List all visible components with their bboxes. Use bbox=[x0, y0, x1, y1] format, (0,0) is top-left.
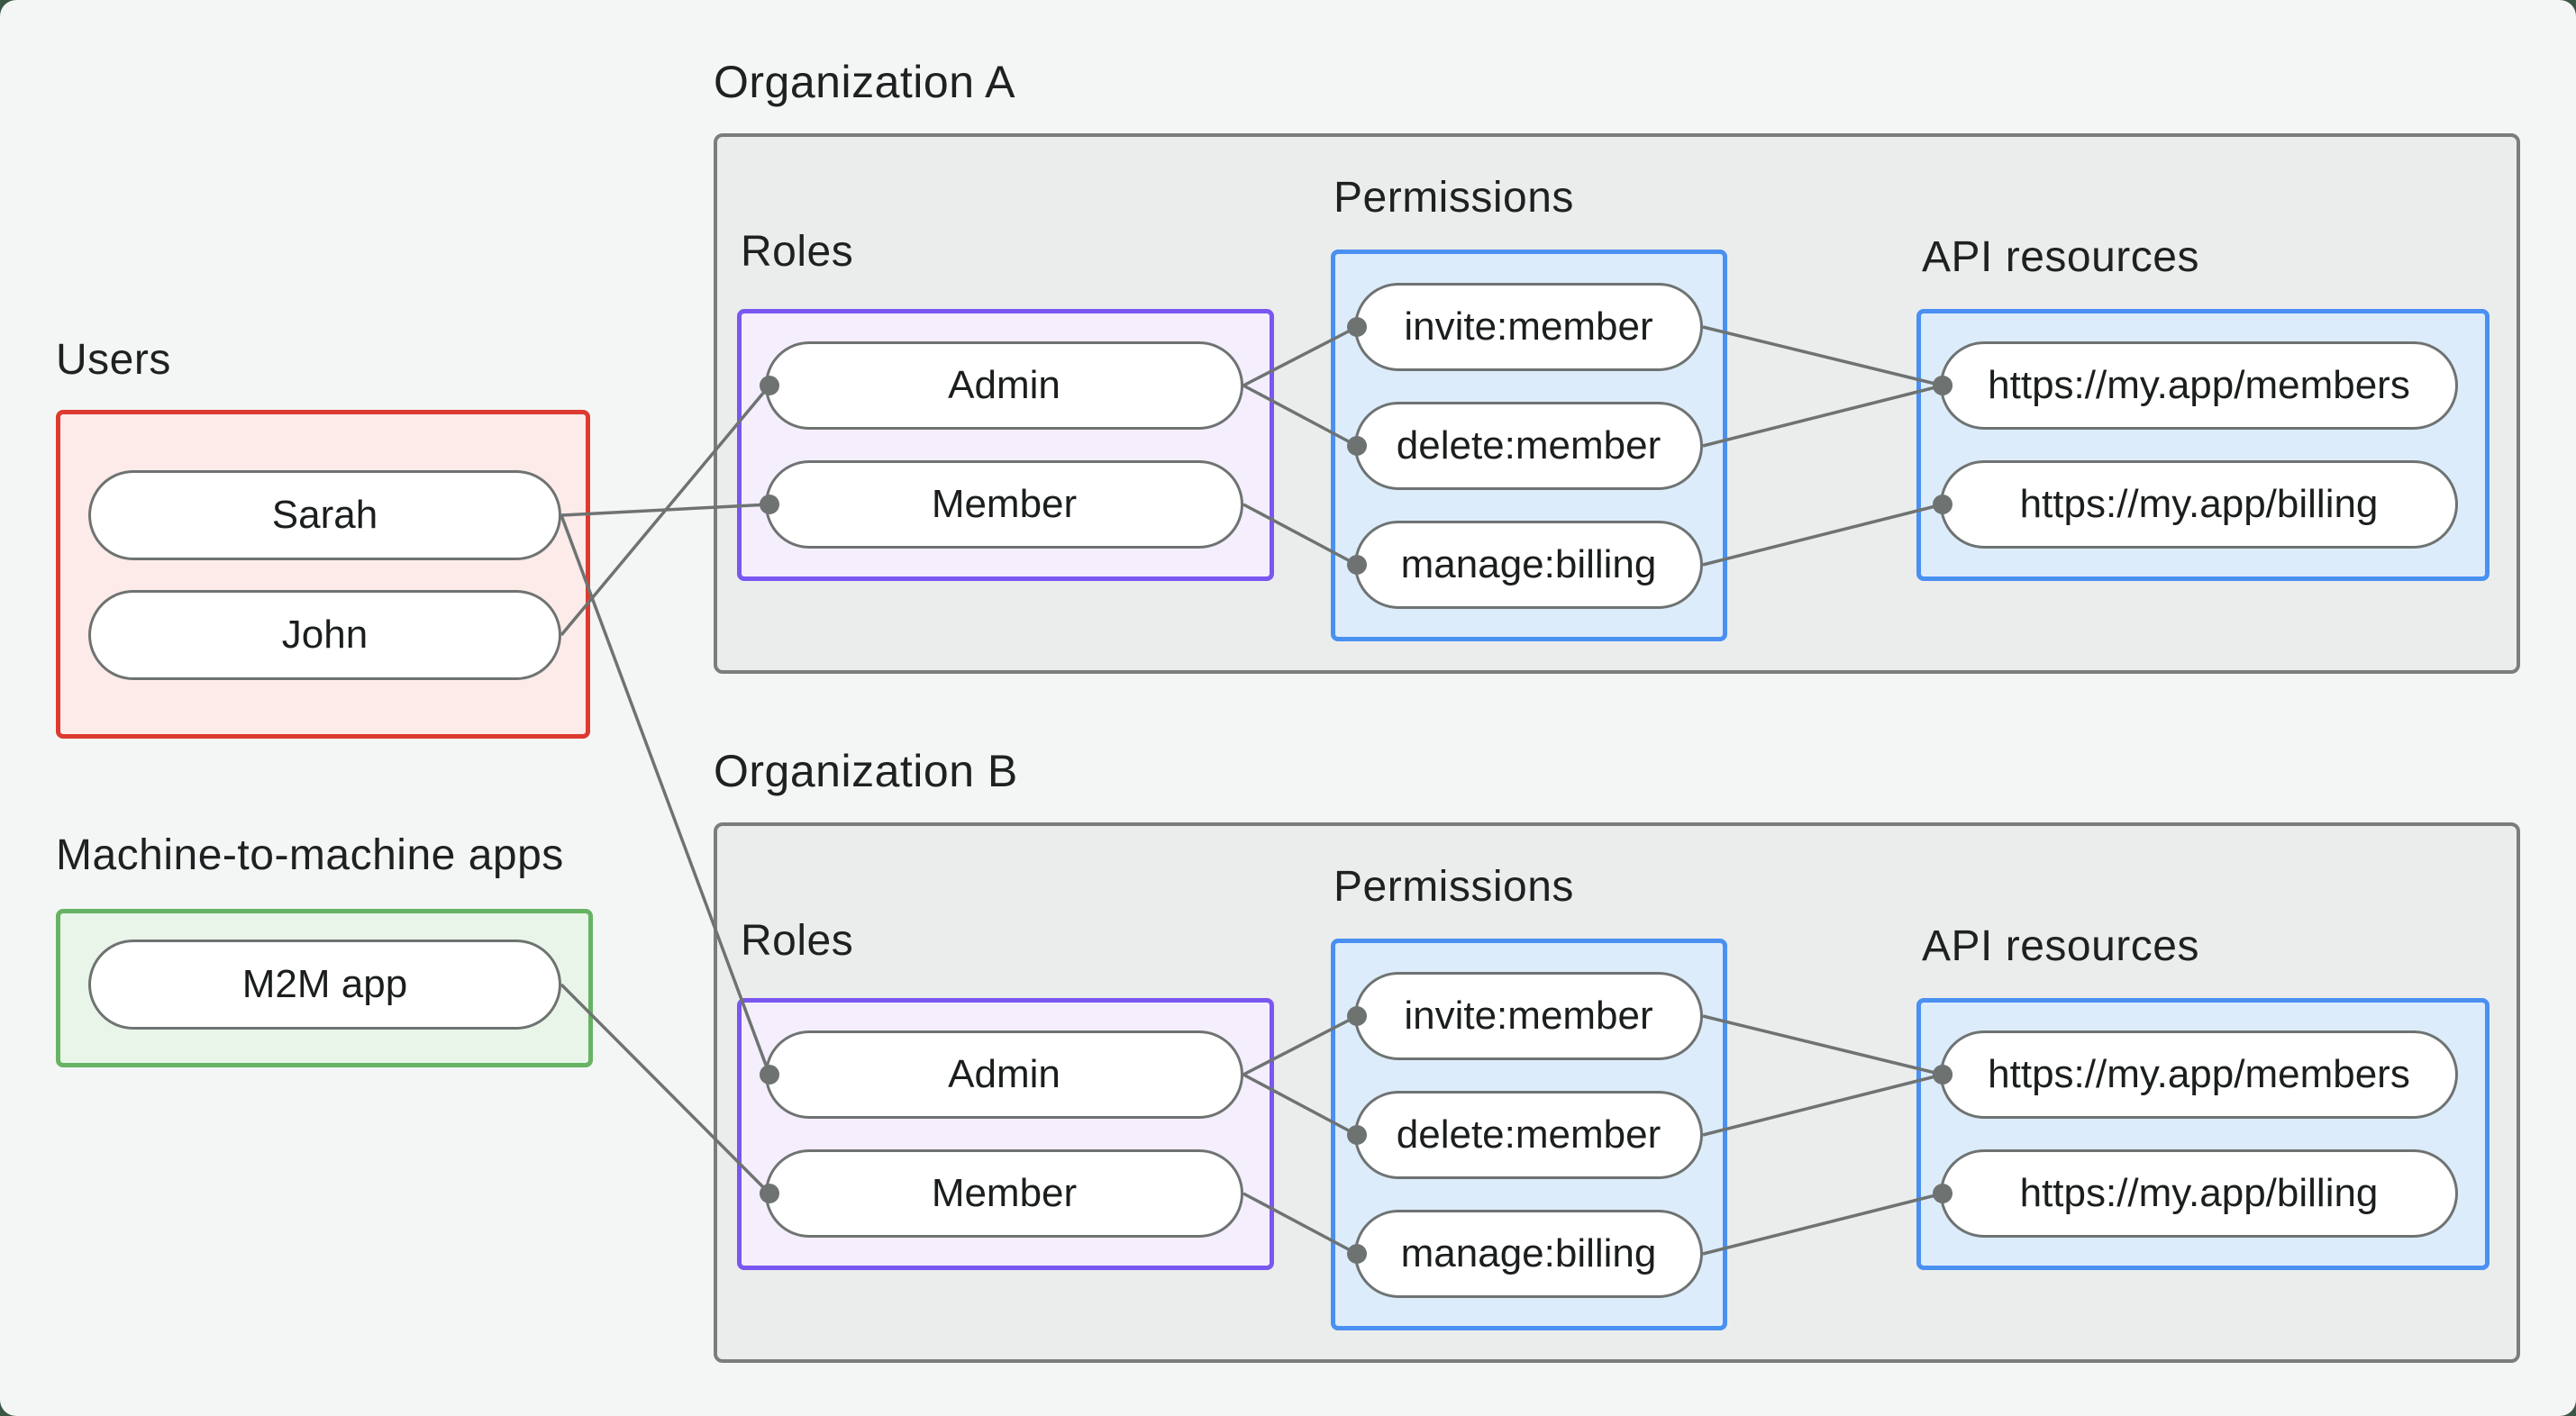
org-b-permission-manage: manage:billing bbox=[1354, 1210, 1703, 1298]
org-a-api-billing: https://my.app/billing bbox=[1940, 460, 2458, 549]
role-node-label: Admin bbox=[948, 363, 1060, 407]
users-group-label: Users bbox=[56, 336, 171, 384]
permission-node-label: manage:billing bbox=[1400, 542, 1657, 586]
permission-node-label: invite:member bbox=[1404, 304, 1653, 349]
org-b-permission-invite: invite:member bbox=[1354, 972, 1703, 1060]
org-b-title: Organization B bbox=[714, 746, 1018, 796]
permission-node-label: delete:member bbox=[1396, 423, 1661, 467]
org-b-api-billing: https://my.app/billing bbox=[1940, 1149, 2458, 1238]
permission-node-label: manage:billing bbox=[1400, 1231, 1657, 1275]
org-b-api-label: API resources bbox=[1922, 922, 2199, 970]
role-node-label: Member bbox=[931, 482, 1078, 526]
role-node-label: Admin bbox=[948, 1052, 1060, 1096]
org-b-api-members: https://my.app/members bbox=[1940, 1030, 2458, 1119]
api-node-label: https://my.app/billing bbox=[2019, 1171, 2379, 1215]
org-a-permission-delete: delete:member bbox=[1354, 402, 1703, 490]
m2m-node-app: M2M app bbox=[88, 939, 561, 1030]
org-a-roles-label: Roles bbox=[741, 228, 854, 276]
org-b-role-member: Member bbox=[765, 1149, 1243, 1238]
org-b-permission-delete: delete:member bbox=[1354, 1091, 1703, 1179]
org-a-title: Organization A bbox=[714, 57, 1015, 107]
user-node-label: Sarah bbox=[271, 493, 378, 537]
api-node-label: https://my.app/members bbox=[1988, 1052, 2410, 1096]
m2m-group-label: Machine-to-machine apps bbox=[56, 831, 564, 879]
permission-node-label: delete:member bbox=[1396, 1112, 1661, 1157]
org-a-permission-manage: manage:billing bbox=[1354, 521, 1703, 609]
users-group-box bbox=[56, 410, 590, 739]
m2m-node-label: M2M app bbox=[241, 962, 408, 1006]
api-node-label: https://my.app/members bbox=[1988, 363, 2410, 407]
org-a-role-member: Member bbox=[765, 460, 1243, 549]
org-a-permissions-label: Permissions bbox=[1334, 174, 1574, 222]
user-node-label: John bbox=[281, 613, 369, 657]
org-a-permission-invite: invite:member bbox=[1354, 283, 1703, 371]
user-node-john: John bbox=[88, 590, 561, 680]
org-a-api-label: API resources bbox=[1922, 233, 2199, 281]
org-b-role-admin: Admin bbox=[765, 1030, 1243, 1119]
org-a-role-admin: Admin bbox=[765, 341, 1243, 430]
permission-node-label: invite:member bbox=[1404, 994, 1653, 1038]
org-a-api-members: https://my.app/members bbox=[1940, 341, 2458, 430]
role-node-label: Member bbox=[931, 1171, 1078, 1215]
org-b-roles-label: Roles bbox=[741, 917, 854, 965]
org-b-permissions-label: Permissions bbox=[1334, 863, 1574, 911]
user-node-sarah: Sarah bbox=[88, 470, 561, 560]
api-node-label: https://my.app/billing bbox=[2019, 482, 2379, 526]
